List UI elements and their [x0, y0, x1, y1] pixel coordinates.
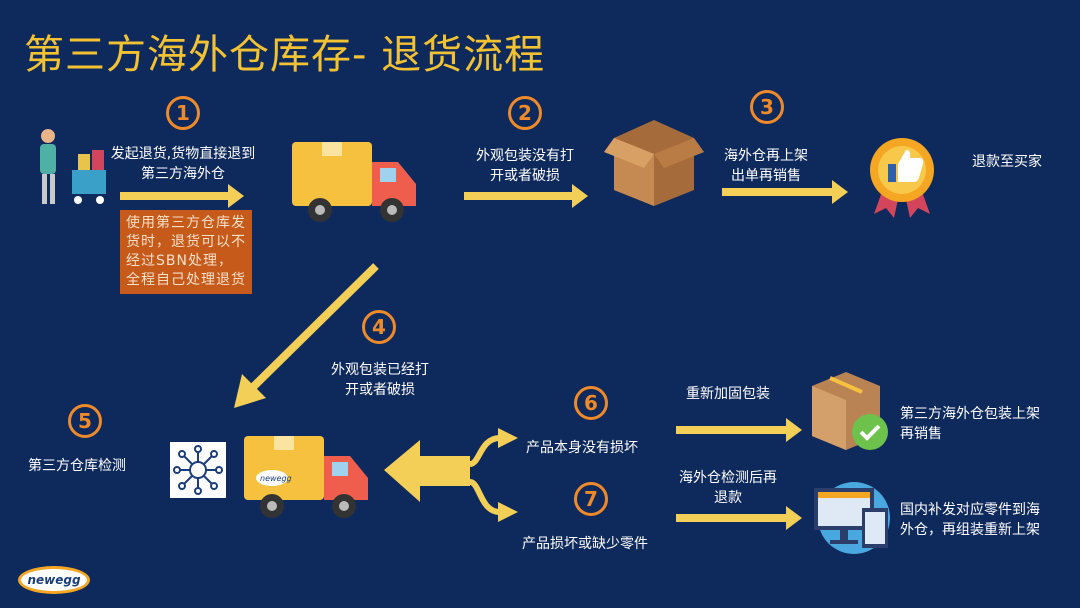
- intact-package-text: 外观包装没有打开或者破损: [476, 148, 574, 184]
- svg-text:newegg: newegg: [260, 474, 292, 483]
- initiate-return-text: 发起退货,货物直接退到第三方海外仓: [110, 146, 256, 182]
- arrow-to-box: [464, 184, 588, 208]
- computer-screens-icon: [814, 482, 890, 554]
- arrow-to-parts: [676, 506, 802, 530]
- opened-package-text: 外观包装已经打开或者破损: [331, 362, 429, 398]
- step-number-3: 3: [750, 90, 784, 124]
- damaged-text: 产品损坏或缺少零件: [522, 536, 648, 552]
- step-number-1: 1: [166, 96, 200, 130]
- shopper-cart-icon: [40, 129, 106, 204]
- fork-arrow: [384, 428, 518, 522]
- open-box-icon: [604, 120, 704, 206]
- newegg-logo: newegg: [18, 566, 90, 594]
- note-box: 使用第三方仓库发货时，退货可以不经过SBN处理，全程自己处理退货: [120, 210, 252, 294]
- delivery-truck-icon: [292, 142, 416, 222]
- page-title: 第三方海外仓库存- 退货流程: [24, 32, 546, 78]
- repack-result-text: 第三方海外仓包装上架再销售: [900, 406, 1040, 442]
- reshelf-text: 海外仓再上架出单再销售: [724, 148, 808, 184]
- arrow-to-truck: [120, 184, 244, 208]
- step-number-2: 2: [508, 96, 542, 130]
- check-refund-text: 海外仓检测后再退款: [679, 470, 777, 506]
- inspect-text: 第三方仓库检测: [28, 458, 126, 474]
- step-number-6: 6: [574, 386, 608, 420]
- network-hub-icon: [170, 442, 226, 498]
- thumbs-up-badge-icon: [870, 138, 934, 218]
- arrow-to-repack: [676, 418, 802, 442]
- refund-text: 退款至买家: [972, 154, 1042, 170]
- step-number-5: 5: [68, 404, 102, 438]
- arrow-to-badge: [722, 180, 848, 204]
- step-number-4: 4: [362, 310, 396, 344]
- diagonal-arrow: [234, 263, 379, 408]
- step-number-7: 7: [574, 482, 608, 516]
- newegg-truck-icon: newegg: [244, 436, 368, 518]
- no-damage-text: 产品本身没有损坏: [526, 440, 638, 456]
- box-check-icon: [812, 372, 888, 450]
- parts-result-text: 国内补发对应零件到海外仓，再组装重新上架: [900, 502, 1040, 538]
- repack-text: 重新加固包装: [686, 386, 770, 402]
